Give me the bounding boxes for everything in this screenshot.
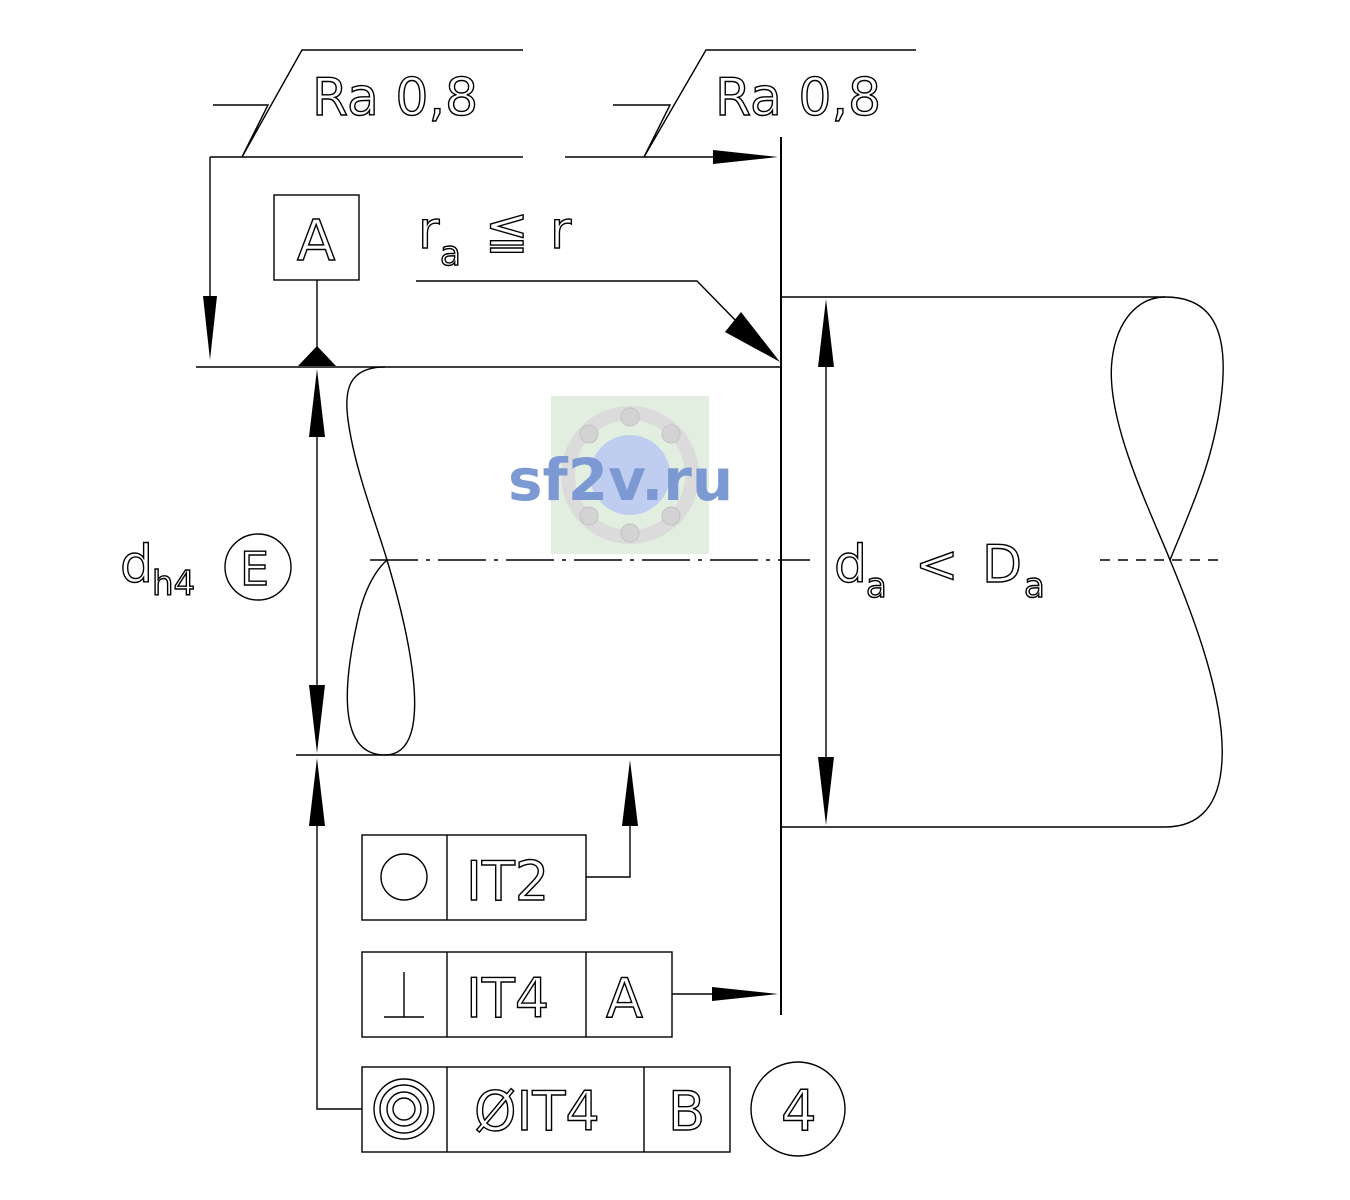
housing-D: D <box>982 535 1022 595</box>
housing-sub2: a <box>1024 566 1045 606</box>
arrow-up-icon <box>622 760 638 826</box>
surface-finish-left-label: Ra 0,8 <box>312 68 478 128</box>
concentricity-frame: ØIT4 B 4 <box>309 758 846 1157</box>
roundness-frame: IT2 <box>361 760 638 921</box>
arrow-down-icon <box>309 685 325 753</box>
perpendicularity-frame: IT4 A <box>361 951 778 1038</box>
concentricity-tol: ØIT4 <box>474 1080 600 1143</box>
arrow-up-icon <box>309 369 325 437</box>
radius-sub: a <box>440 234 461 274</box>
concentricity-datum: B <box>668 1080 705 1143</box>
note-circle-icon <box>750 1061 846 1157</box>
arrow-up-icon <box>818 299 834 367</box>
surface-finish-left: Ra 0,8 <box>213 49 523 158</box>
arrow-right-icon <box>713 150 778 164</box>
radius-note: r a ≦ r <box>416 200 780 362</box>
roundness-tol: IT2 <box>466 850 549 913</box>
radius-r2: r <box>550 201 572 261</box>
shaft <box>196 366 810 756</box>
perpendicularity-datum: A <box>606 967 643 1030</box>
concentricity-symbol-icon <box>373 1078 435 1140</box>
envelope-label: E <box>240 542 269 596</box>
watermark: sf2v.ru <box>508 396 733 554</box>
concentricity-note: 4 <box>781 1079 817 1144</box>
datum-a-box: A <box>273 194 360 366</box>
roundness-symbol-icon <box>380 853 428 901</box>
housing-op: < <box>915 535 959 595</box>
arrow-down-icon <box>203 296 217 360</box>
perpendicular-symbol-icon <box>384 972 424 1018</box>
perpendicularity-tol: IT4 <box>466 967 549 1030</box>
housing <box>780 137 1224 1015</box>
envelope-circle-icon <box>224 533 292 601</box>
housing-d: d <box>834 535 867 595</box>
shaft-diameter-label: d h4 E <box>119 533 292 605</box>
surface-finish-right: Ra 0,8 <box>613 49 916 158</box>
arrow-right-icon <box>712 987 778 1001</box>
shaft-sub: h4 <box>152 564 195 604</box>
arrow-down-icon <box>818 757 834 825</box>
arrow-diag-icon <box>725 312 780 362</box>
radius-r: r <box>418 201 440 261</box>
surface-finish-right-label: Ra 0,8 <box>715 68 881 128</box>
housing-diameter-label: d a < D a <box>833 534 1045 606</box>
radius-op: ≦ <box>485 201 529 261</box>
arrow-up-icon <box>309 758 325 826</box>
housing-sub: a <box>866 566 887 606</box>
datum-triangle-icon <box>298 346 336 366</box>
shaft-d: d <box>120 535 153 595</box>
datum-a-label: A <box>297 209 335 274</box>
watermark-text: sf2v.ru <box>508 446 733 514</box>
